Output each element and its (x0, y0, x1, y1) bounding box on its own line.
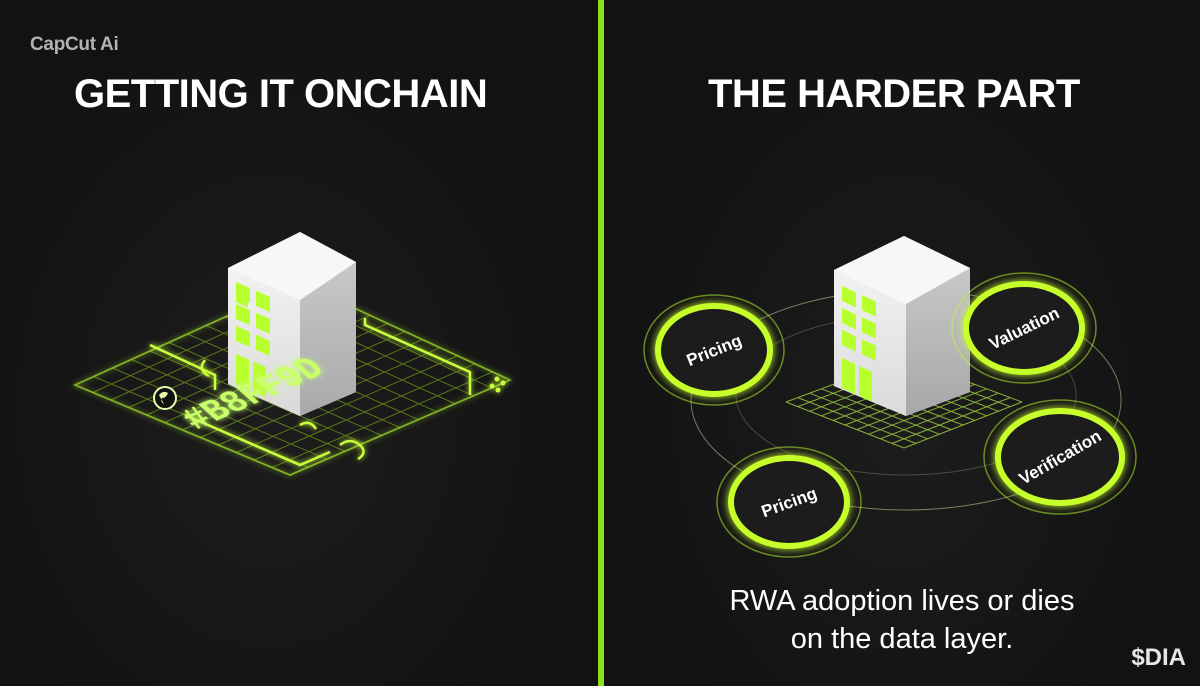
caption: RWA adoption lives or dies on the data l… (604, 582, 1200, 658)
building-door (842, 358, 855, 394)
building-window (862, 317, 876, 339)
building-window (236, 282, 250, 304)
building-door (236, 354, 249, 390)
grid-line (868, 388, 987, 435)
ring-pricing-left: Pricing (643, 294, 785, 406)
building-icon (834, 236, 970, 416)
grid-line (892, 397, 1011, 444)
building-window (236, 304, 250, 326)
building-door (859, 365, 872, 402)
building-icon (228, 232, 356, 416)
grid-outline (72, 281, 513, 477)
building-window (862, 295, 876, 317)
right-title: THE HARDER PART (708, 72, 1080, 116)
grid-line (880, 392, 999, 440)
building-window (256, 334, 270, 356)
ring-verification: Verification (983, 399, 1137, 515)
building-window (256, 290, 270, 312)
grid-corner-marker (489, 376, 506, 393)
caption-line-2: on the data layer. (790, 623, 1014, 655)
ring-pricing-bottom: Pricing (716, 446, 862, 558)
left-title: GETTING IT ONCHAIN (74, 72, 488, 116)
globe-icon (153, 386, 177, 410)
building-window (236, 326, 250, 348)
watermark-logo: CapCut Ai (30, 34, 119, 55)
building-door (253, 361, 266, 398)
building-window (862, 339, 876, 361)
brand-logo: $DIA (1131, 644, 1186, 671)
left-illustration: #B8FF9D (72, 232, 513, 477)
building-window (842, 330, 856, 352)
grid-line (271, 371, 493, 468)
ring-valuation: Valuation (951, 272, 1097, 384)
caption-line-1: RWA adoption lives or dies (729, 585, 1075, 617)
building-window (256, 312, 270, 334)
building-window (842, 308, 856, 330)
grid-line (903, 401, 1023, 449)
panel-divider (598, 0, 604, 686)
circuit-lines (149, 318, 472, 467)
grid-line (253, 363, 476, 461)
left-panel: #B8FF9D CapCut Ai GETTING IT ONCHAIN (0, 0, 598, 686)
building-window (842, 286, 856, 308)
